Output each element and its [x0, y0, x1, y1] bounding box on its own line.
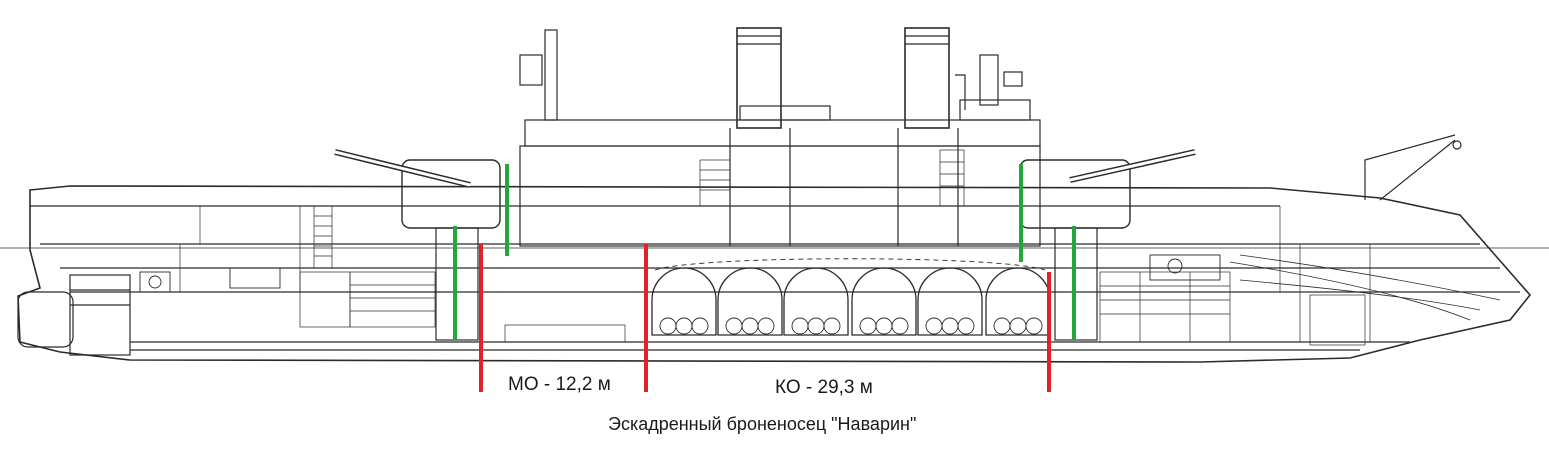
main-mast [544, 29, 558, 121]
boilers [651, 258, 1051, 336]
engine-room-length-label: МО - 12,2 м [508, 374, 611, 395]
boiler-room-length-label: КО - 29,3 м [775, 377, 873, 398]
ladders [313, 149, 965, 269]
stern-machinery [69, 274, 131, 356]
forward-funnel [736, 27, 782, 129]
bridge-deck [519, 145, 1041, 247]
crane [1364, 134, 1456, 201]
drawing-caption: Эскадренный броненосец "Наварин" [608, 414, 917, 434]
compartment-grid [179, 206, 1371, 346]
fore-mast [979, 54, 999, 106]
aft-funnel [904, 27, 950, 129]
engine-gear [139, 254, 1221, 293]
superstructure [524, 119, 1041, 147]
stern-box [17, 291, 74, 348]
